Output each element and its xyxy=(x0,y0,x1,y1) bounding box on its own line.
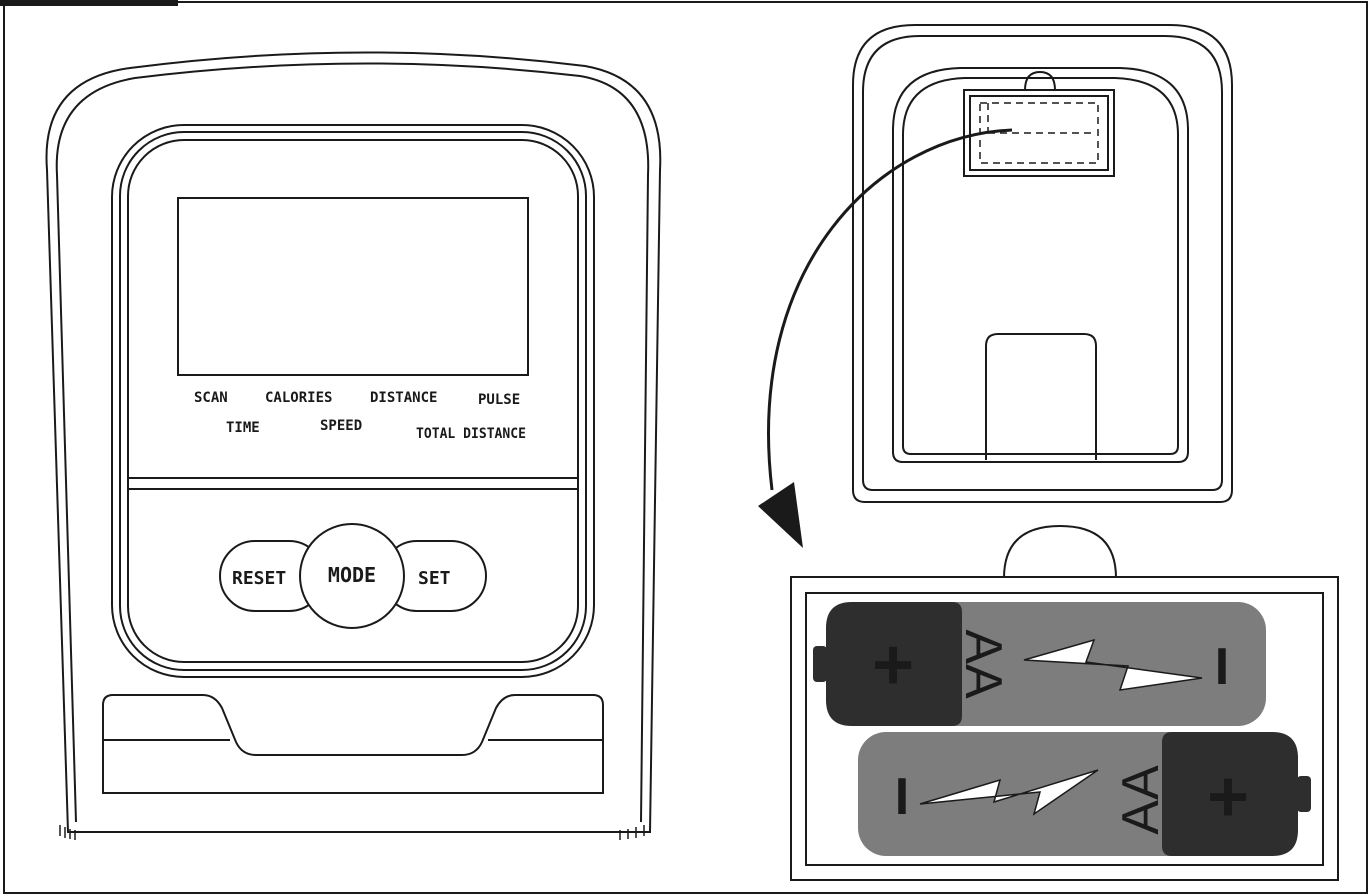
battery-bottom-plus: + xyxy=(1207,757,1249,837)
back-housing-outer xyxy=(852,24,1233,503)
battery-closeup: + AA I + AA I xyxy=(790,524,1339,881)
console-front-view xyxy=(45,51,662,840)
battery-top-minus: I xyxy=(1215,638,1229,696)
lcd-screen xyxy=(177,197,529,376)
holder-tray xyxy=(102,694,604,794)
header-tab xyxy=(0,0,178,6)
battery-top-type: AA xyxy=(954,629,1012,699)
label-calories: CALORIES xyxy=(265,390,332,406)
console-bezel-outer xyxy=(111,124,595,678)
console-bezel-inner xyxy=(127,139,579,663)
label-speed: SPEED xyxy=(320,418,362,434)
label-pulse: PULSE xyxy=(478,392,520,408)
battery-bottom-terminal xyxy=(1297,776,1311,812)
battery-bottom-cap xyxy=(1162,732,1298,856)
battery-cover-notch xyxy=(1024,70,1056,91)
closeup-frame-inner xyxy=(805,592,1324,866)
back-housing-rim xyxy=(862,35,1223,491)
battery-bottom-minus: I xyxy=(895,768,909,826)
battery-top-bolt-icon xyxy=(1023,638,1203,691)
battery-compartment-outer xyxy=(963,89,1115,177)
back-housing-inner xyxy=(892,67,1189,463)
label-time: TIME xyxy=(226,420,260,436)
mode-button-label: MODE xyxy=(328,563,376,587)
install-arrow xyxy=(758,128,1013,548)
console-back-view xyxy=(852,24,1233,503)
label-scan: SCAN xyxy=(194,390,228,406)
battery-bottom-bolt-icon xyxy=(919,769,1099,816)
closeup-tab xyxy=(1003,524,1117,579)
console-button-labels: RESET MODE SET xyxy=(232,563,451,589)
housing-bottom-edge xyxy=(59,825,645,840)
set-button-label: SET xyxy=(418,568,451,589)
battery-top: + AA I xyxy=(813,602,1266,726)
install-arrow-curve xyxy=(767,128,1013,491)
battery-top-plus: + xyxy=(872,625,914,705)
label-distance: DISTANCE xyxy=(370,390,437,406)
label-total-distance: TOTAL DISTANCE xyxy=(416,426,526,442)
back-housing-inner-rim xyxy=(902,77,1179,455)
mount-block xyxy=(985,333,1097,460)
battery-compartment-inner xyxy=(969,95,1109,171)
battery-bottom: + AA I xyxy=(858,732,1311,856)
lcd-labels: SCAN CALORIES DISTANCE PULSE TIME SPEED … xyxy=(194,390,526,442)
console-bezel-middle xyxy=(119,131,587,671)
battery-compartment-dashed xyxy=(979,102,1099,164)
console-housing-outer xyxy=(45,51,662,833)
install-arrow-head xyxy=(758,482,803,548)
battery-top-cap xyxy=(826,602,962,726)
console-housing-inner xyxy=(55,62,650,823)
mode-button[interactable] xyxy=(299,523,405,629)
reset-button-label: RESET xyxy=(232,568,286,589)
battery-bottom-type: AA xyxy=(1112,765,1170,835)
battery-top-terminal xyxy=(813,646,827,682)
